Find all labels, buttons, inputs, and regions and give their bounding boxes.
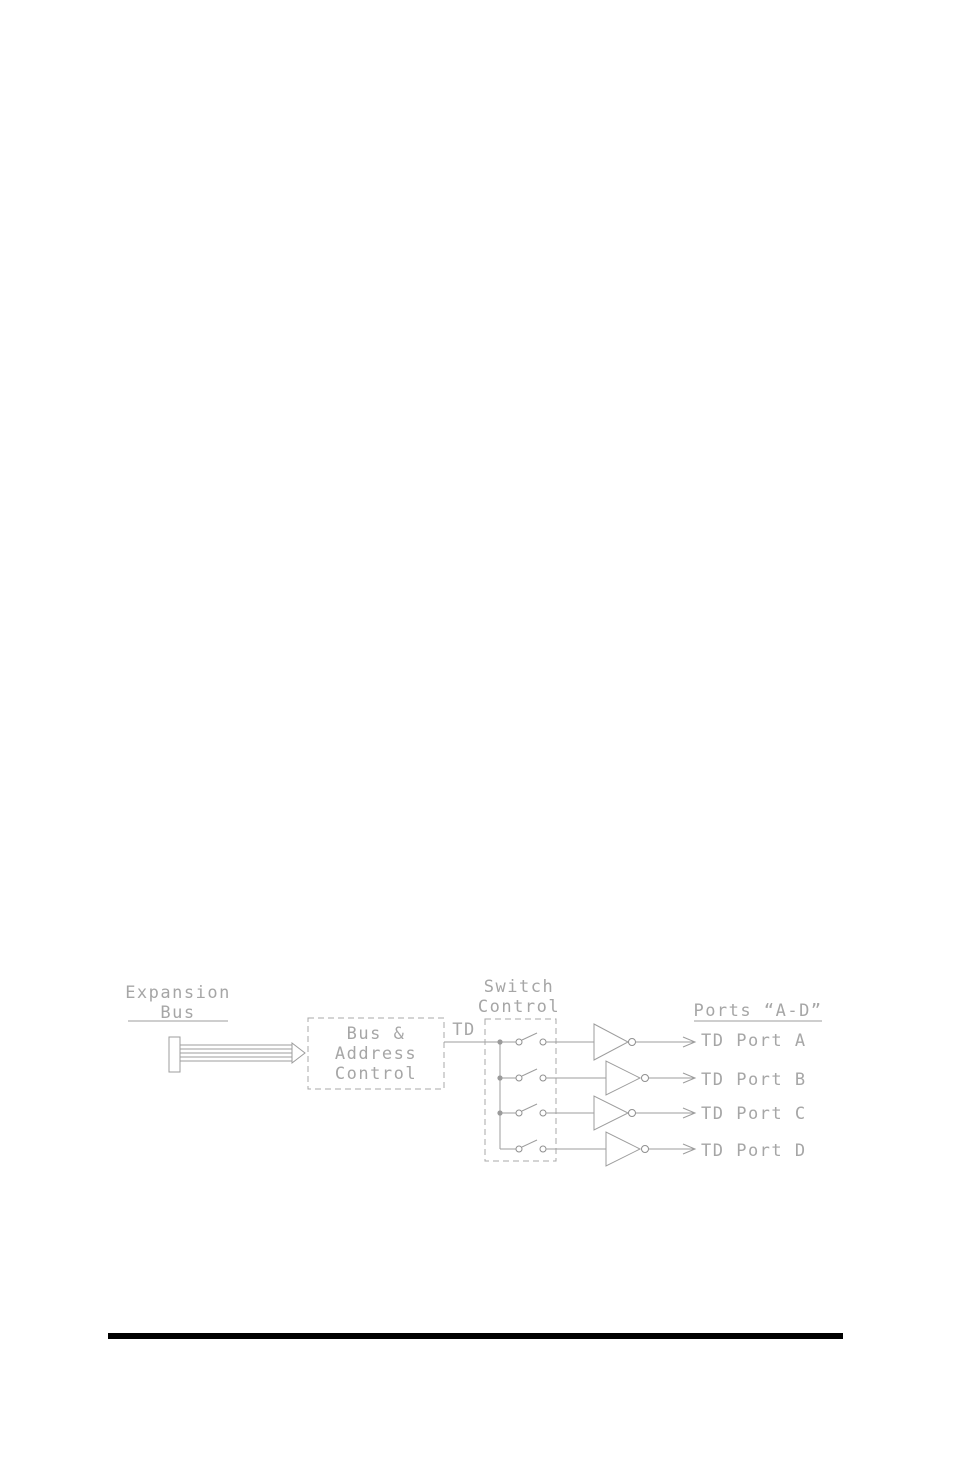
switch-control-block xyxy=(484,1018,557,1162)
bus-control-label-line3: Control xyxy=(335,1064,417,1084)
port-label-b: TD Port B xyxy=(701,1070,807,1090)
bus-control-label-line1: Bus & xyxy=(347,1024,406,1044)
switch-channel-d xyxy=(500,1131,697,1167)
bus-address-control-block xyxy=(307,1017,445,1090)
port-label-d: TD Port D xyxy=(701,1141,807,1161)
switch-channel-b xyxy=(497,1060,697,1096)
switch-control-label-line2: Control xyxy=(478,997,560,1017)
expansion-bus-connector xyxy=(168,1036,306,1073)
port-label-a: TD Port A xyxy=(701,1031,807,1051)
ports-heading: Ports “A-D” xyxy=(693,1001,822,1021)
footer-rule xyxy=(108,1333,843,1339)
switch-control-label-line1: Switch xyxy=(484,977,554,997)
expansion-bus-label-line2: Bus xyxy=(160,1003,195,1023)
expansion-bus-label-line1: Expansion xyxy=(125,983,231,1003)
td-label: TD xyxy=(452,1020,475,1040)
bus-control-label-line2: Address xyxy=(335,1044,417,1064)
switch-channel-c xyxy=(497,1095,697,1131)
switch-channel-a xyxy=(497,1023,697,1061)
port-label-c: TD Port C xyxy=(701,1104,807,1124)
